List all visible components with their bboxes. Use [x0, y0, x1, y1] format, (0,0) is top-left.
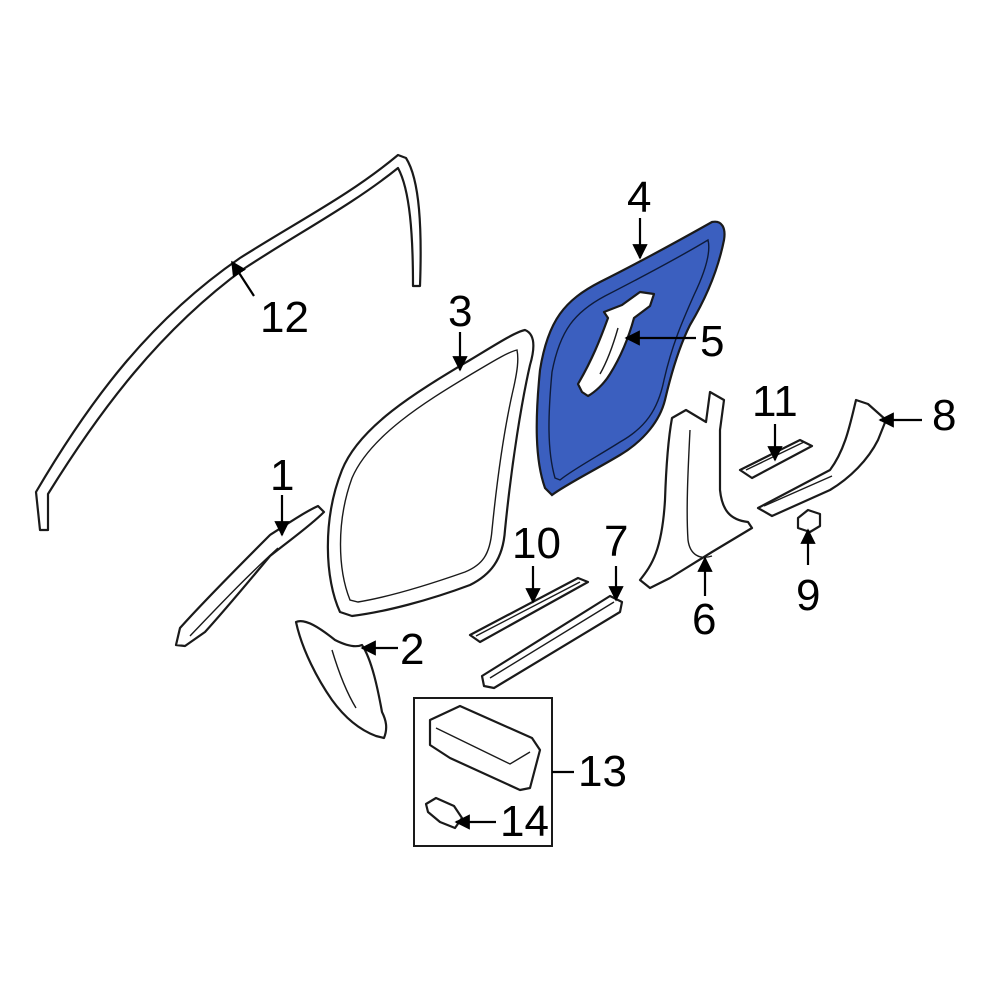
part-7-sill-plate[interactable] [480, 594, 624, 690]
callout-5: 5 [700, 317, 724, 366]
callout-labels: 1 2 3 4 5 6 7 8 9 10 11 12 13 14 [260, 173, 956, 846]
callout-4: 4 [627, 173, 651, 222]
callout-3: 3 [448, 287, 472, 336]
part-3-door-opening-seal[interactable] [326, 328, 535, 618]
callout-10: 10 [512, 519, 561, 568]
part-9-clip[interactable] [796, 508, 822, 534]
callout-13: 13 [578, 747, 627, 796]
callout-1: 1 [270, 451, 294, 500]
callout-8: 8 [932, 391, 956, 440]
callout-6: 6 [692, 595, 716, 644]
callout-14: 14 [500, 797, 549, 846]
callout-7: 7 [604, 517, 628, 566]
part-4-highlighted-seal[interactable] [535, 220, 726, 497]
callout-9: 9 [796, 571, 820, 620]
leader-lines [231, 218, 922, 830]
part-1-pillar-trim[interactable] [174, 504, 326, 648]
part-10-sill-plate[interactable] [468, 576, 590, 644]
part-13-storage-tray[interactable] [428, 704, 542, 792]
part-12-roof-weatherstrip[interactable] [34, 153, 422, 532]
callout-2: 2 [400, 625, 424, 674]
callout-12: 12 [260, 293, 309, 342]
part-5-bracket[interactable] [576, 290, 656, 398]
callout-11: 11 [752, 377, 798, 426]
part-2-kick-panel[interactable] [294, 620, 388, 740]
